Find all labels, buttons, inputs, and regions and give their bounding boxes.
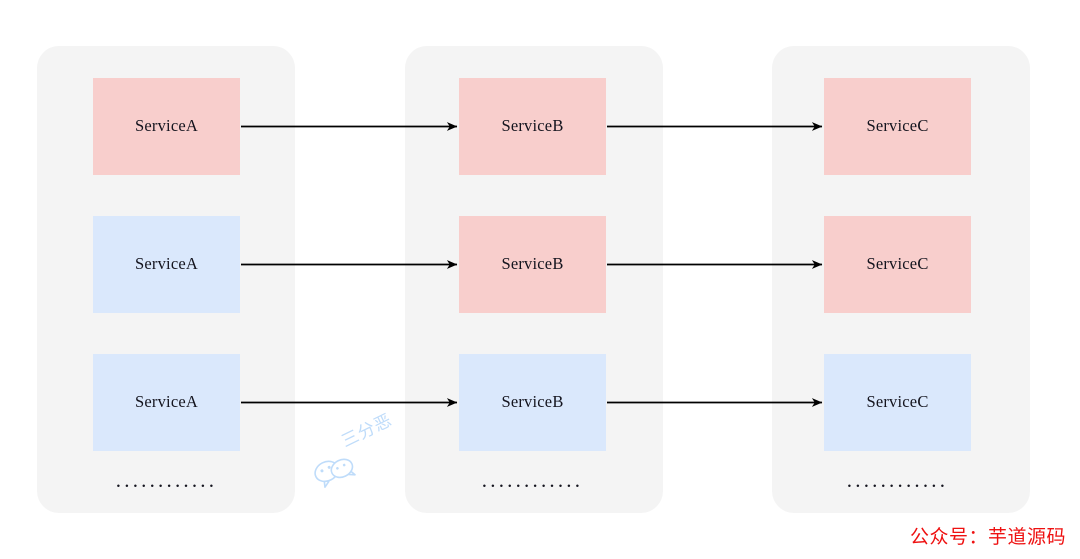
node-service-c-1[interactable]: ServiceC (824, 78, 971, 175)
ellipsis-service-b: ............ (481, 468, 584, 492)
node-service-b-1[interactable]: ServiceB (459, 78, 606, 175)
node-label: ServiceB (501, 116, 564, 136)
wechat-bubbles-icon (314, 458, 356, 489)
watermark: 三分恶 (296, 395, 428, 501)
node-service-c-3[interactable]: ServiceC (824, 354, 971, 451)
node-label: ServiceA (135, 116, 198, 136)
node-label: ServiceB (501, 392, 564, 412)
watermark-text: 三分恶 (338, 410, 396, 451)
node-service-a-3[interactable]: ServiceA (93, 354, 240, 451)
node-label: ServiceA (135, 392, 198, 412)
node-label: ServiceA (135, 254, 198, 274)
node-label: ServiceC (866, 392, 929, 412)
node-service-a-1[interactable]: ServiceA (93, 78, 240, 175)
node-service-c-2[interactable]: ServiceC (824, 216, 971, 313)
ellipsis-service-a: ............ (115, 468, 218, 492)
node-service-b-2[interactable]: ServiceB (459, 216, 606, 313)
node-label: ServiceC (866, 254, 929, 274)
node-service-a-2[interactable]: ServiceA (93, 216, 240, 313)
node-label: ServiceC (866, 116, 929, 136)
ellipsis-service-c: ............ (846, 468, 949, 492)
credit-text: 公众号：芋道源码 (909, 527, 1066, 548)
node-service-b-3[interactable]: ServiceB (459, 354, 606, 451)
node-label: ServiceB (501, 254, 564, 274)
